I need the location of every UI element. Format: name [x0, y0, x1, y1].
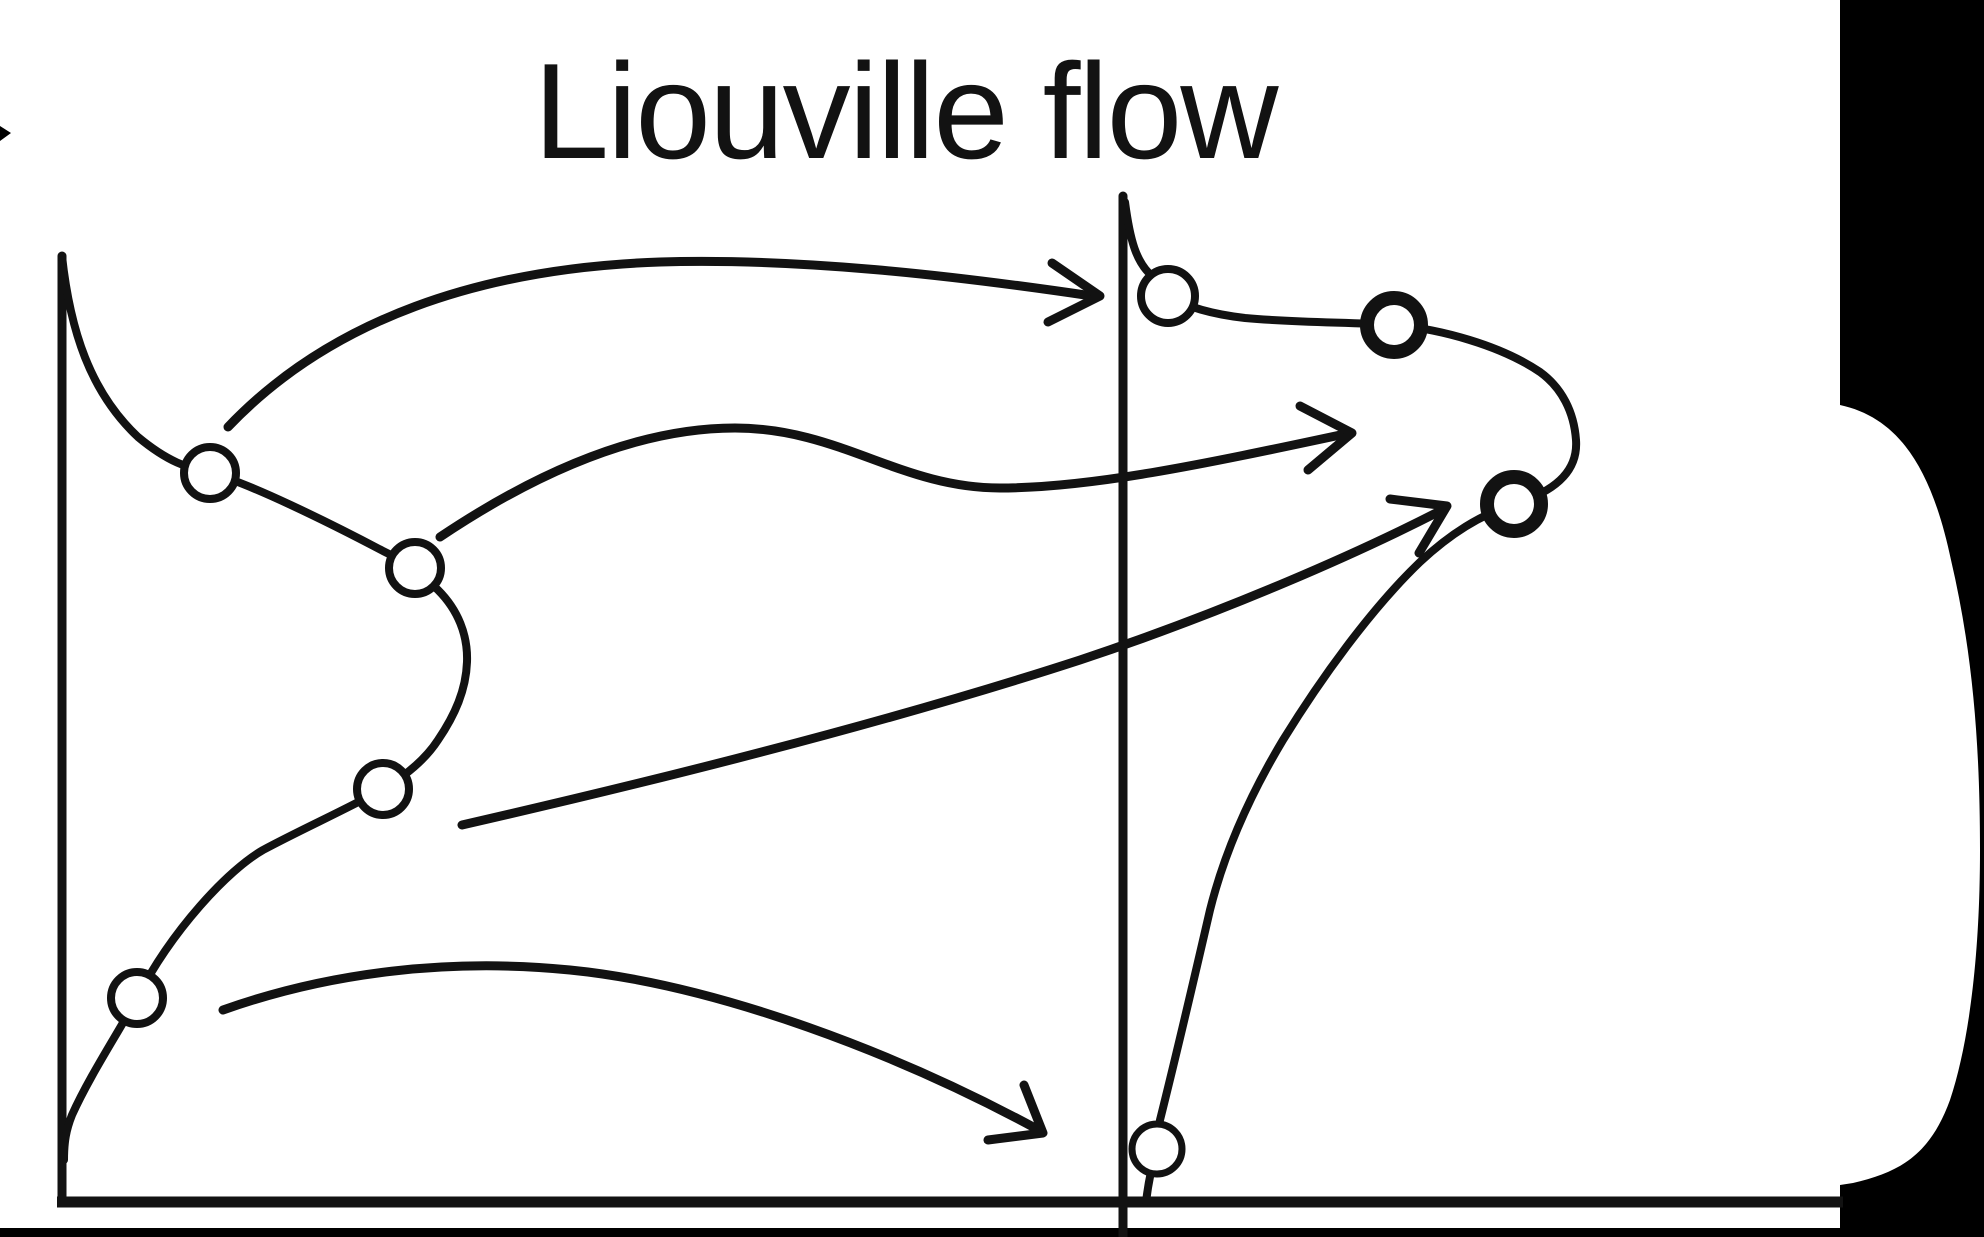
flow-arrow-1-shaft: [223, 256, 1097, 432]
flow-arrow-4-shaft: [218, 961, 1040, 1133]
phase-point-final-top: [1137, 265, 1199, 327]
flow-arrow-1-head: [1043, 258, 1105, 327]
phase-point-initial-2: [385, 538, 445, 598]
phase-point-final-bold-2: [1480, 470, 1548, 538]
right-edge-bar-cutout: [1840, 405, 1980, 1185]
phase-point-final-bold-1: [1360, 291, 1428, 359]
phase-point-initial-1: [180, 443, 240, 503]
figure-title: Liouville flow: [533, 35, 1279, 187]
phase-point-final-bottom: [1128, 1120, 1186, 1178]
flow-arrow-4-head: [983, 1080, 1048, 1145]
flow-arrow-3-shaft: [457, 506, 1445, 830]
final-distribution-curve: [1121, 198, 1581, 1206]
phase-point-initial-4: [107, 968, 167, 1028]
flow-arrow-2-shaft: [435, 423, 1350, 542]
flow-arrow-3-head: [1385, 494, 1452, 558]
phase-point-initial-3: [353, 759, 413, 819]
left-edge-artifact: [0, 126, 11, 141]
markers-layer: [107, 265, 1548, 1178]
flow-arrow-2-head: [1295, 401, 1357, 475]
bottom-edge-bar: [0, 1228, 1984, 1237]
